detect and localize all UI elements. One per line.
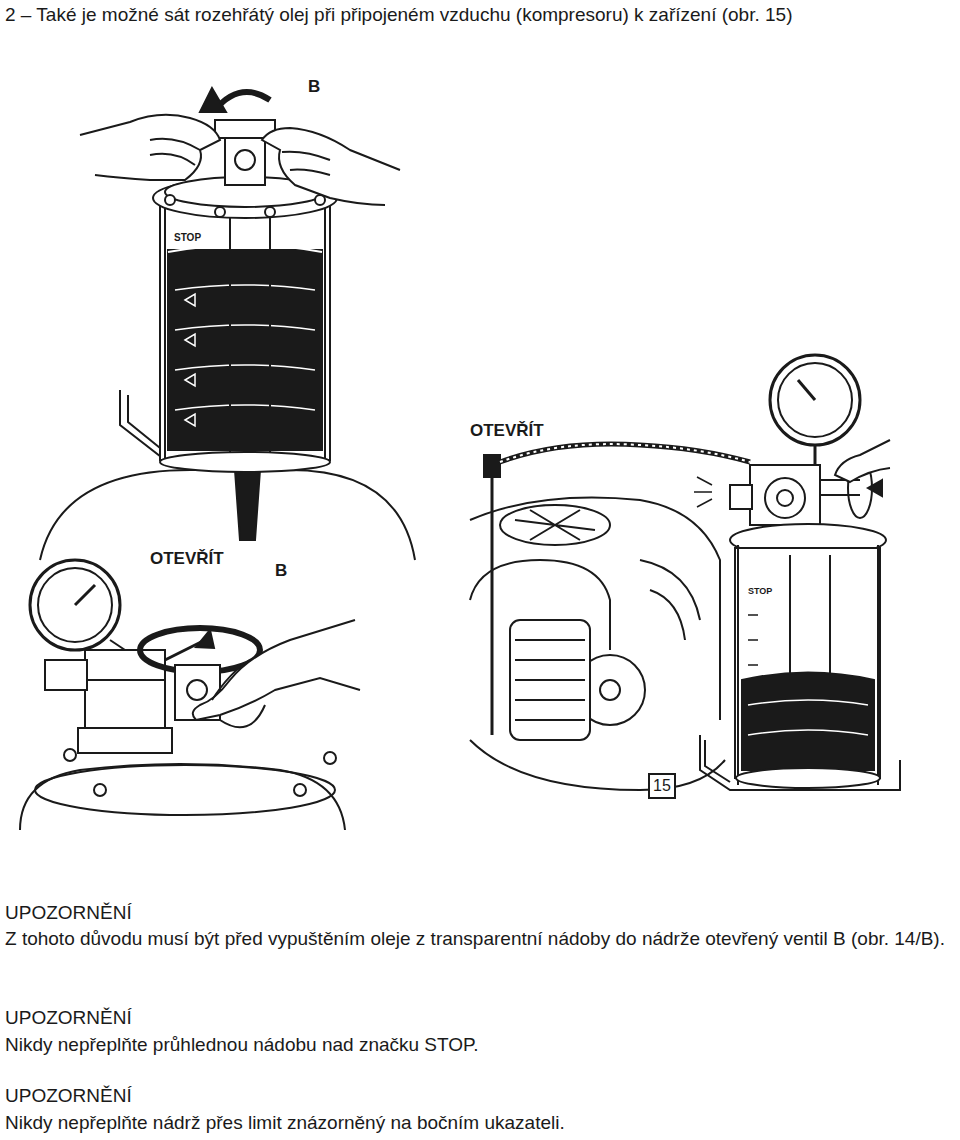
- level-mark: STOP: [172, 232, 203, 245]
- page-heading: 2 – Také je možné sát rozehřátý olej při…: [5, 3, 792, 27]
- warning-heading: UPOZORNĚNÍ: [5, 901, 132, 925]
- part-letter: B: [308, 76, 320, 97]
- part-letter: B: [273, 560, 289, 581]
- warning-heading: UPOZORNĚNÍ: [5, 1006, 132, 1030]
- warning-text: Nikdy nepřeplňte nádrž přes limit znázor…: [5, 1111, 565, 1135]
- figure-number: 15: [648, 773, 676, 799]
- warning-text: Z tohoto důvodu musí být před vypuštěním…: [5, 927, 955, 951]
- top-container: [40, 88, 415, 560]
- level-mark: STOP: [746, 586, 774, 597]
- action-label: OTEVŘÍT: [468, 420, 546, 441]
- warning-text: Nikdy nepřeplňte průhlednou nádobu nad z…: [5, 1033, 479, 1057]
- action-label: OTEVŘÍT: [148, 548, 226, 569]
- warning-heading: UPOZORNĚNÍ: [5, 1084, 132, 1108]
- valve-detail: [20, 560, 360, 830]
